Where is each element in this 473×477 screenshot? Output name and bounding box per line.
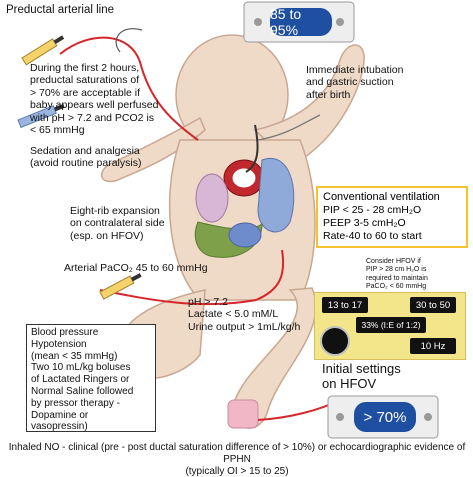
blood-pressure-box: Blood pressure Hypotension (mean < 35 mm… bbox=[26, 324, 156, 432]
syringe-top bbox=[21, 35, 65, 66]
umbilical-line bbox=[99, 249, 285, 306]
monitor-bottom-screen: > 70% bbox=[354, 402, 416, 432]
monitor-top-button bbox=[254, 18, 262, 26]
preductal-line-label: Preductal arterial line bbox=[6, 4, 115, 16]
first-two-hours-note: During the first 2 hours, preductal satu… bbox=[30, 62, 159, 136]
infant-arm-right bbox=[253, 44, 365, 166]
hfov-map-value: 13 to 17 bbox=[322, 297, 368, 313]
monitor-top-cable bbox=[115, 28, 143, 53]
syringe-paco2 bbox=[99, 273, 142, 300]
heart-inner bbox=[231, 167, 257, 189]
gastric-tube bbox=[257, 114, 321, 141]
intubation-note: Immediate intubation and gastric suction… bbox=[306, 64, 404, 101]
inhaled-no-note: Inhaled NO - clinical (pre - post ductal… bbox=[8, 442, 466, 477]
conventional-ventilation-box: Conventional ventilation PIP < 25 - 28 c… bbox=[316, 186, 468, 248]
hfov-amplitude-value: 30 to 50 bbox=[410, 297, 456, 313]
preductal-line-tube bbox=[59, 36, 199, 141]
hfov-frequency-value: 10 Hz bbox=[410, 338, 456, 354]
lung-right bbox=[257, 157, 295, 233]
eight-rib-note: Eight-rib expansion on contralateral sid… bbox=[70, 205, 165, 242]
hfov-ie-ratio-value: 33% (I:E of 1:2) bbox=[356, 317, 426, 333]
lung-left bbox=[195, 173, 229, 223]
monitor-bottom-button bbox=[336, 413, 344, 421]
hfov-caption: Initial settings on HFOV bbox=[322, 361, 401, 391]
hfov-consider-note: Consider HFOV if PIP > 28 cm H₂O is requ… bbox=[366, 258, 428, 291]
conventional-ventilation-line-1: PIP < 25 - 28 cmH₂O bbox=[323, 204, 422, 217]
syringe-mid bbox=[17, 103, 65, 129]
conventional-ventilation-line-2: PEEP 3-5 cmH₂O bbox=[323, 217, 406, 230]
oximeter-sensor-foot bbox=[227, 399, 259, 429]
monitor-bottom-button-2 bbox=[424, 413, 432, 421]
hfov-dial-icon bbox=[320, 326, 350, 356]
endotracheal-tube bbox=[245, 124, 259, 173]
conventional-ventilation-title: Conventional ventilation bbox=[323, 191, 440, 203]
infant-arm-left bbox=[100, 116, 206, 183]
monitor-top-button-2 bbox=[336, 18, 344, 26]
monitor-top-screen: 85 to 95% bbox=[270, 6, 332, 38]
intestines bbox=[228, 222, 262, 248]
labs-note: pH > 7.2 Lactate < 5.0 mM/L Urine output… bbox=[188, 296, 301, 333]
conventional-ventilation-line-3: Rate-40 to 60 to start bbox=[323, 230, 422, 243]
arterial-paco2-note: Arterial PaCO₂ 45 to 60 mmHg bbox=[64, 262, 208, 274]
sedation-note: Sedation and analgesia (avoid routine pa… bbox=[30, 145, 142, 170]
